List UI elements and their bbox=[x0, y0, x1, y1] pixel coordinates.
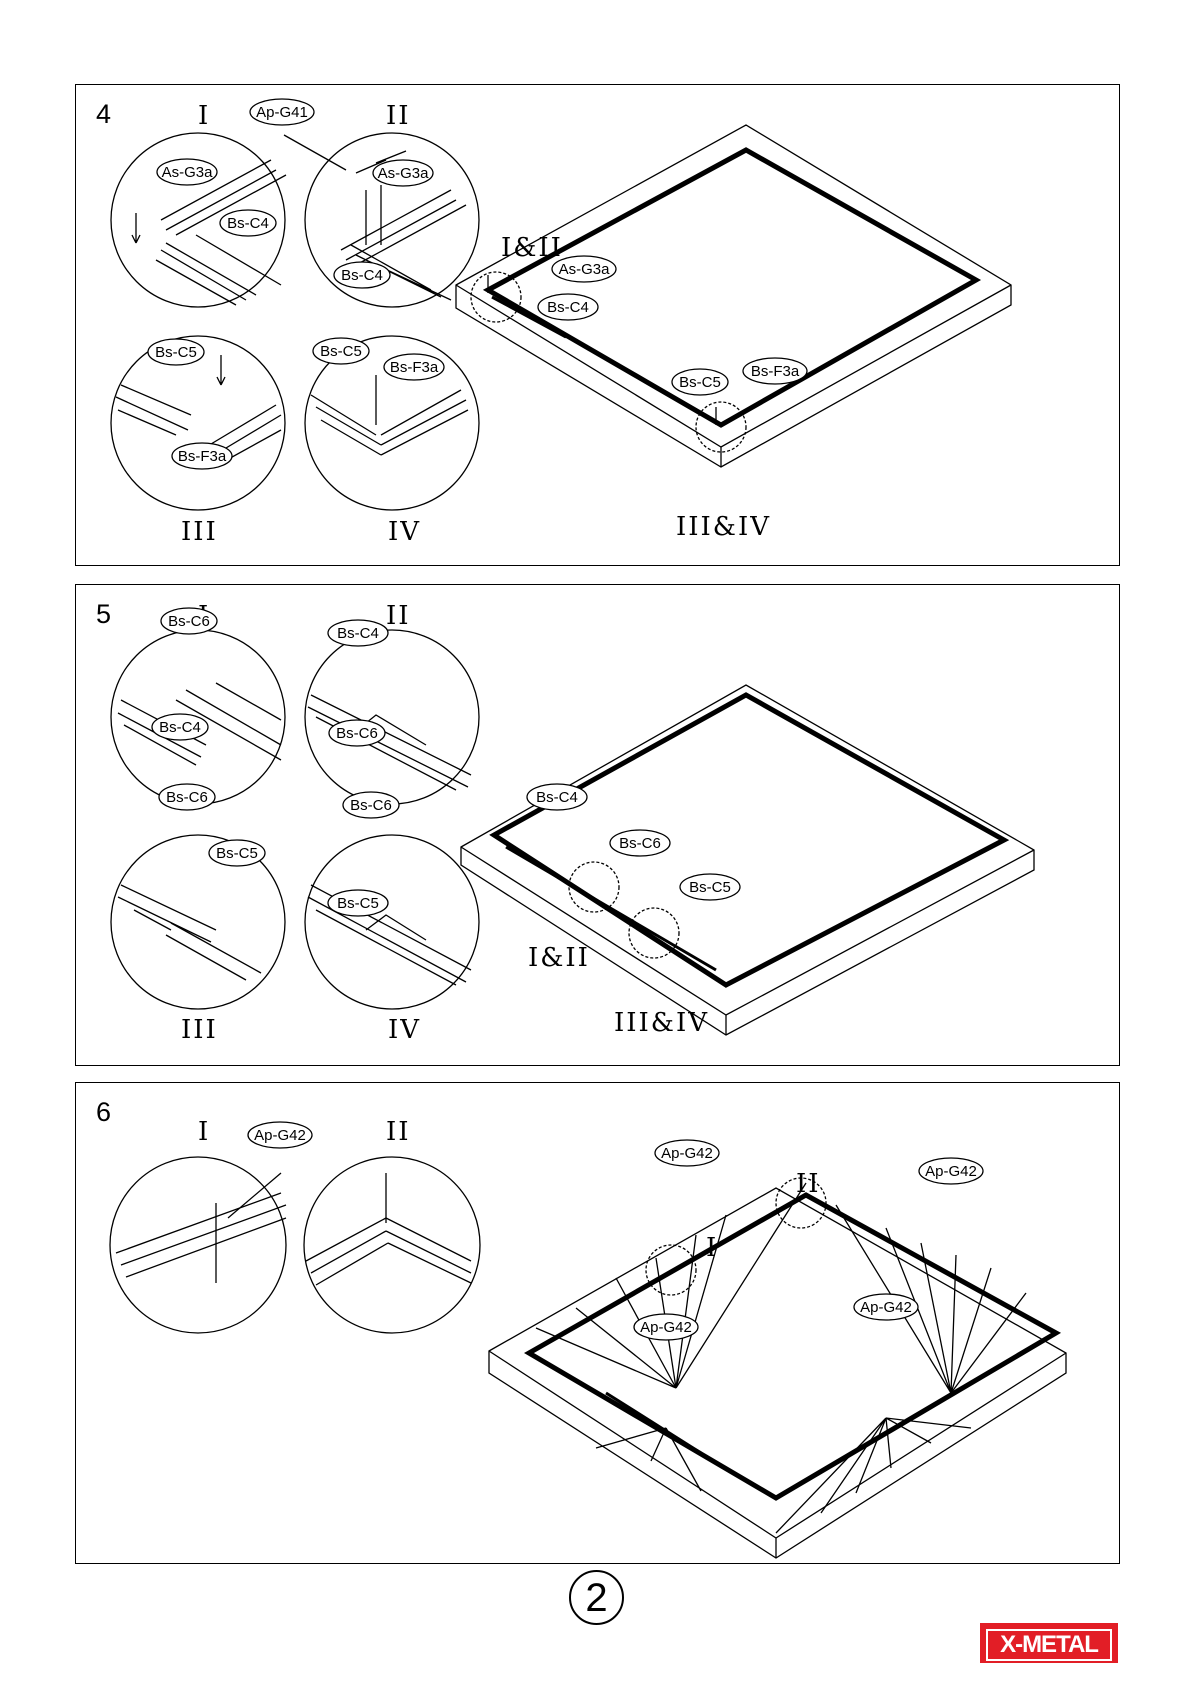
step-6-drawing: Ap-G42 Ap-G42 Ap-G42 Ap-G42 Ap-G42 bbox=[76, 1083, 1121, 1565]
part-label: Bs-F3a bbox=[178, 448, 227, 465]
detail-circle-iii bbox=[111, 336, 285, 510]
detail-circle-ii bbox=[305, 630, 479, 804]
part-label: Bs-F3a bbox=[751, 363, 800, 380]
part-label: As-G3a bbox=[162, 164, 214, 181]
part-label: Ap-G42 bbox=[661, 1145, 713, 1162]
step-4-drawing: As-G3a Bs-C4 Ap-G41 As-G3a Bs-C4 Bs-C5 B… bbox=[76, 85, 1121, 567]
part-label: Bs-C6 bbox=[336, 725, 378, 742]
part-label: Bs-F3a bbox=[390, 359, 439, 376]
brand-logo: X-METAL bbox=[980, 1623, 1118, 1663]
part-label: Bs-C6 bbox=[350, 797, 392, 814]
part-label: Bs-C4 bbox=[337, 625, 379, 642]
part-label: Bs-C6 bbox=[166, 789, 208, 806]
step-5-panel: 5 I II III IV I&II III&IV bbox=[75, 584, 1120, 1066]
part-label: Bs-C4 bbox=[547, 299, 589, 316]
part-label: Bs-C5 bbox=[216, 845, 258, 862]
page-number: 2 bbox=[569, 1570, 624, 1625]
detail-circle-ii bbox=[305, 133, 479, 307]
part-label: Bs-C4 bbox=[341, 267, 383, 284]
part-label: As-G3a bbox=[378, 165, 430, 182]
part-label: Bs-C4 bbox=[227, 215, 269, 232]
part-label: Bs-C5 bbox=[337, 895, 379, 912]
part-label: Bs-C5 bbox=[155, 344, 197, 361]
part-label: As-G3a bbox=[559, 261, 611, 278]
part-label: Bs-C6 bbox=[168, 613, 210, 630]
part-label: Bs-C4 bbox=[536, 789, 578, 806]
step-4-panel: 4 I II III IV I&II III&IV bbox=[75, 84, 1120, 566]
step-6-panel: 6 I II I II bbox=[75, 1082, 1120, 1564]
part-label: Bs-C6 bbox=[619, 835, 661, 852]
part-label: Bs-C5 bbox=[320, 343, 362, 360]
part-label: Bs-C4 bbox=[159, 719, 201, 736]
part-label: Bs-C5 bbox=[689, 879, 731, 896]
part-label: Ap-G42 bbox=[640, 1319, 692, 1336]
part-label: Ap-G41 bbox=[256, 104, 308, 121]
part-label: Ap-G42 bbox=[254, 1127, 306, 1144]
part-label: Bs-C5 bbox=[679, 374, 721, 391]
step-5-drawing: Bs-C6 Bs-C4 Bs-C4 Bs-C6 Bs-C6 Bs-C5 Bs-C… bbox=[76, 585, 1121, 1067]
part-label: Ap-G42 bbox=[925, 1163, 977, 1180]
part-label: Ap-G42 bbox=[860, 1299, 912, 1316]
brand-name: X-METAL bbox=[986, 1629, 1112, 1661]
